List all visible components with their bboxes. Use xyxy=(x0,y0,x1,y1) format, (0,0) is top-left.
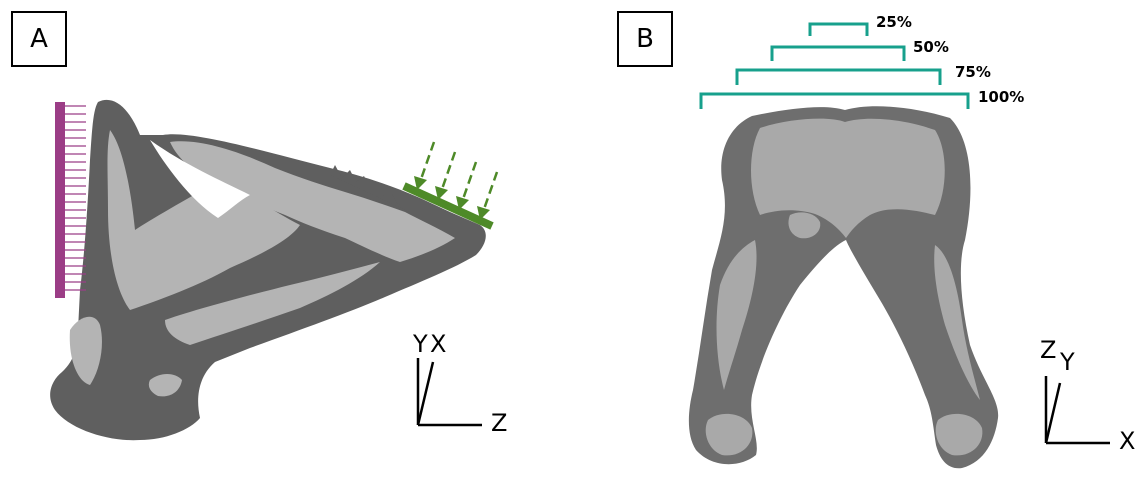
width-brackets xyxy=(701,24,968,109)
constraint-ticks xyxy=(65,106,86,290)
bracket-50 xyxy=(772,47,904,61)
axis-triad-a xyxy=(418,358,482,425)
axis-triad-b xyxy=(1046,376,1110,443)
bracket-75 xyxy=(737,70,940,85)
axis-a-y-label: Y xyxy=(412,330,428,358)
mandible-lateral-view xyxy=(50,100,486,440)
axis-a-x-label: X xyxy=(430,330,446,358)
axis-a-z-label: Z xyxy=(491,409,507,437)
constraint-bar xyxy=(55,102,65,298)
bracket-100-label: 100% xyxy=(978,88,1024,106)
mandible-frontal-view xyxy=(689,106,998,468)
axis-b-z-label: Z xyxy=(1040,336,1056,364)
bracket-50-label: 50% xyxy=(913,38,949,56)
bracket-25-label: 25% xyxy=(876,13,912,31)
axis-b-x-label: X xyxy=(1119,427,1135,455)
bracket-100 xyxy=(701,94,968,109)
bracket-25 xyxy=(810,24,867,36)
fixed-constraint-ruler xyxy=(55,102,86,298)
axis-b-y-label: Y xyxy=(1059,348,1075,376)
bracket-75-label: 75% xyxy=(955,63,991,81)
